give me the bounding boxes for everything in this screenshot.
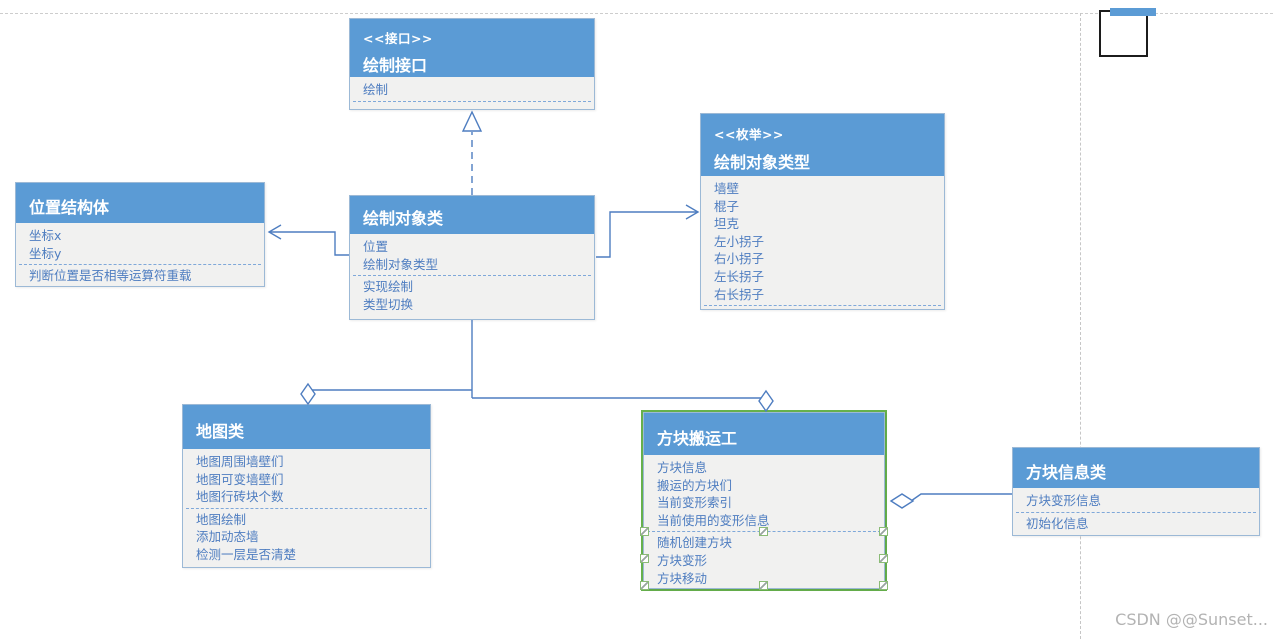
selection-handle[interactable] xyxy=(879,581,888,590)
selection-handle[interactable] xyxy=(759,581,768,590)
stereotype-label: <<接口>> xyxy=(363,31,433,46)
aggregation-to-porter-connector[interactable] xyxy=(472,389,774,413)
class-title: 方块信息类 xyxy=(1026,463,1107,482)
class-attribute[interactable]: 坐标y xyxy=(29,245,62,261)
selection-handle[interactable] xyxy=(640,581,649,590)
enum-item[interactable]: 右小拐子 xyxy=(714,251,765,267)
compartment-divider xyxy=(1016,511,1256,513)
class-title: 位置结构体 xyxy=(29,198,110,217)
partial-shape-header[interactable] xyxy=(1110,8,1156,16)
class-attribute[interactable]: 方块变形信息 xyxy=(1026,493,1102,508)
class-method[interactable]: 检测一层是否清楚 xyxy=(196,546,297,562)
page-break-horizontal xyxy=(0,13,1273,14)
aggregation-to-map-connector[interactable] xyxy=(300,382,472,406)
class-attribute[interactable]: 当前使用的变形信息 xyxy=(657,512,770,528)
watermark: CSDN @@Sunset... xyxy=(1115,610,1268,629)
enum-item[interactable]: 墙壁 xyxy=(714,181,740,196)
class-title: 绘制对象类型 xyxy=(714,153,811,172)
enum-item[interactable]: 左小拐子 xyxy=(714,233,765,249)
enum-item[interactable]: 坦克 xyxy=(714,216,740,232)
aggregation-to-block-info-connector[interactable] xyxy=(889,493,1012,509)
class-header[interactable]: 绘制对象类 xyxy=(350,196,594,234)
class-header[interactable]: 地图类 xyxy=(183,405,430,449)
class-header[interactable]: 位置结构体 xyxy=(16,183,264,223)
selection-handle[interactable] xyxy=(879,527,888,536)
selection-handle[interactable] xyxy=(640,527,649,536)
compartment-divider xyxy=(353,275,591,277)
class-box-draw-interface[interactable]: <<接口>> 绘制接口 绘制 xyxy=(349,18,595,110)
enum-item[interactable]: 左长拐子 xyxy=(714,268,765,284)
class-attribute[interactable]: 当前变形索引 xyxy=(657,495,733,511)
class-method[interactable]: 添加动态墙 xyxy=(196,529,259,545)
partial-shape[interactable] xyxy=(1099,10,1148,57)
class-attribute[interactable]: 搬运的方块们 xyxy=(657,477,733,493)
class-box-block-info[interactable]: 方块信息类 方块变形信息 初始化信息 xyxy=(1012,447,1260,536)
class-method[interactable]: 随机创建方块 xyxy=(657,535,733,551)
realization-connector[interactable] xyxy=(461,110,483,195)
compartment-divider xyxy=(186,507,427,509)
class-box-map[interactable]: 地图类 地图周围墙壁们 地图可变墙壁们 地图行砖块个数 地图绘制 添加动态墙 检… xyxy=(182,404,431,568)
class-title: 绘制接口 xyxy=(363,56,428,75)
association-to-position-connector[interactable] xyxy=(267,224,349,256)
class-attribute[interactable]: 绘制对象类型 xyxy=(363,256,439,272)
class-method[interactable]: 初始化信息 xyxy=(1026,515,1089,531)
class-attribute[interactable]: 地图周围墙壁们 xyxy=(196,454,284,469)
selection-outline[interactable]: 方块搬运工 方块信息 搬运的方块们 当前变形索引 当前使用的变形信息 随机创建方… xyxy=(641,410,887,591)
enum-item[interactable]: 棍子 xyxy=(714,198,740,214)
class-attribute[interactable]: 位置 xyxy=(363,239,389,254)
compartment-divider xyxy=(704,305,941,307)
class-attribute[interactable]: 坐标x xyxy=(29,228,62,243)
class-attribute[interactable]: 地图行砖块个数 xyxy=(196,489,284,505)
class-header[interactable]: <<枚举>> 绘制对象类型 xyxy=(701,114,944,176)
class-box-block-porter[interactable]: 方块搬运工 方块信息 搬运的方块们 当前变形索引 当前使用的变形信息 随机创建方… xyxy=(643,412,885,589)
class-method[interactable]: 判断位置是否相等运算符重载 xyxy=(29,268,192,284)
association-to-enum-connector[interactable] xyxy=(596,204,700,258)
class-attribute[interactable]: 地图可变墙壁们 xyxy=(196,471,284,487)
compartment-divider xyxy=(19,264,261,266)
class-method[interactable]: 实现绘制 xyxy=(363,279,414,295)
class-box-position-struct[interactable]: 位置结构体 坐标x 坐标y 判断位置是否相等运算符重载 xyxy=(15,182,265,287)
class-box-draw-object-type-enum[interactable]: <<枚举>> 绘制对象类型 墙壁 棍子 坦克 左小拐子 右小拐子 左长拐子 右长… xyxy=(700,113,945,310)
class-title: 方块搬运工 xyxy=(657,429,738,448)
selection-handle[interactable] xyxy=(759,527,768,536)
class-method[interactable]: 地图绘制 xyxy=(196,511,247,527)
page-break-vertical xyxy=(1080,13,1081,639)
class-method[interactable]: 方块变形 xyxy=(657,552,708,568)
class-header[interactable]: <<接口>> 绘制接口 xyxy=(350,19,594,77)
class-header[interactable]: 方块信息类 xyxy=(1013,448,1259,488)
class-box-draw-object[interactable]: 绘制对象类 位置 绘制对象类型 实现绘制 类型切换 xyxy=(349,195,595,320)
selection-handle[interactable] xyxy=(879,554,888,563)
class-title: 地图类 xyxy=(196,422,245,441)
compartment-divider xyxy=(353,100,591,102)
class-title: 绘制对象类 xyxy=(363,209,444,228)
class-method[interactable]: 类型切换 xyxy=(363,296,414,312)
stereotype-label: <<枚举>> xyxy=(714,127,784,142)
selection-handle[interactable] xyxy=(640,554,649,563)
class-header[interactable]: 方块搬运工 xyxy=(644,413,884,455)
class-method[interactable]: 方块移动 xyxy=(657,570,708,586)
enum-item[interactable]: 右长拐子 xyxy=(714,286,765,302)
class-member[interactable]: 绘制 xyxy=(363,82,389,97)
class-attribute[interactable]: 方块信息 xyxy=(657,460,708,475)
